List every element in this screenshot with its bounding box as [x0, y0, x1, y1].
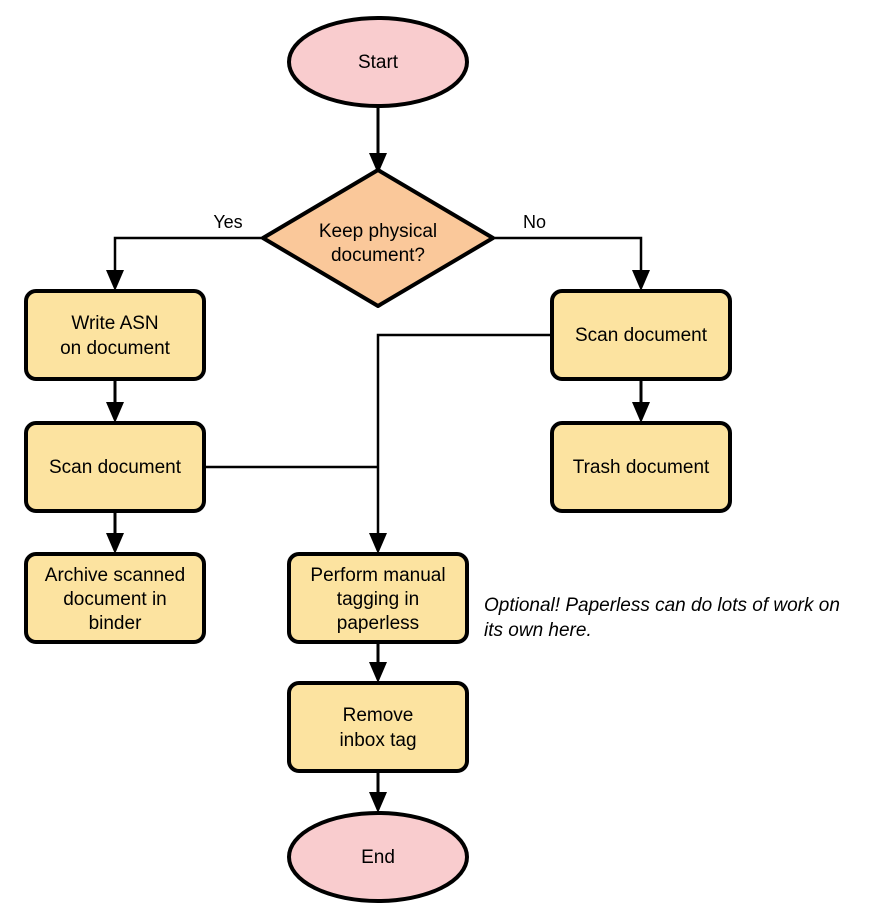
decision-label-line1: Keep physical — [319, 221, 437, 242]
scan-document-left-box-shape — [24, 421, 206, 513]
node-start[interactable]: Start — [287, 16, 469, 108]
start-ellipse-shape — [287, 16, 469, 108]
edge-write-asn-to-scan-left — [106, 379, 124, 423]
annotation-line2: its own here. — [484, 620, 592, 641]
scan-document-right-label: Scan document — [575, 325, 708, 346]
node-archive-scanned-document[interactable]: Archive scanned document in binder — [24, 552, 206, 644]
annotation-line1: Optional! Paperless can do lots of work … — [484, 595, 840, 616]
node-layer: Start Keep physical document? Write ASN … — [24, 16, 732, 903]
node-end[interactable]: End — [287, 811, 469, 903]
write-asn-label-line1: Write ASN — [71, 313, 158, 334]
node-write-asn-on-document[interactable]: Write ASN on document — [24, 289, 206, 381]
scan-document-right-box-shape — [550, 289, 732, 381]
edge-scan-right-to-trash — [632, 379, 650, 423]
remove-inbox-tag-label-line1: Remove — [343, 705, 414, 726]
remove-inbox-tag-box-shape — [287, 681, 469, 773]
tagging-label-line1: Perform manual — [310, 565, 445, 586]
edge-layer — [106, 106, 650, 813]
archive-label-line1: Archive scanned — [45, 565, 185, 586]
node-keep-physical-document[interactable]: Keep physical document? — [261, 168, 495, 308]
scan-document-left-label: Scan document — [49, 457, 182, 478]
tagging-box-shape — [287, 552, 469, 644]
tagging-label-line2: tagging in — [337, 589, 419, 610]
tagging-label-line3: paperless — [337, 613, 419, 634]
node-trash-document[interactable]: Trash document — [550, 421, 732, 513]
decision-diamond-shape — [261, 168, 495, 308]
edge-scan-right-to-tagging — [369, 333, 552, 554]
end-ellipse-shape — [287, 811, 469, 903]
end-label: End — [361, 847, 395, 868]
remove-inbox-tag-label-line2: inbox tag — [339, 730, 416, 751]
edge-scan-left-to-archive — [106, 511, 124, 554]
archive-label-line3: binder — [89, 613, 142, 634]
trash-document-box-shape — [550, 421, 732, 513]
edge-decision-to-write-asn — [106, 236, 263, 291]
edge-label-layer: Yes No — [213, 212, 546, 232]
node-perform-manual-tagging[interactable]: Perform manual tagging in paperless — [287, 552, 469, 644]
annotation-optional-note: Optional! Paperless can do lots of work … — [484, 595, 840, 641]
trash-document-label: Trash document — [573, 457, 710, 478]
edge-label-no: No — [523, 212, 546, 232]
node-scan-document-right[interactable]: Scan document — [550, 289, 732, 381]
archive-label-line2: document in — [63, 589, 167, 610]
edge-start-to-decision — [369, 106, 387, 174]
edge-label-yes: Yes — [213, 212, 242, 232]
edge-tagging-to-inbox — [369, 642, 387, 683]
start-label: Start — [358, 52, 399, 73]
write-asn-box-shape — [24, 289, 206, 381]
archive-box-shape — [24, 552, 206, 644]
edge-inbox-to-end — [369, 771, 387, 813]
write-asn-label-line2: on document — [60, 338, 171, 359]
node-scan-document-left[interactable]: Scan document — [24, 421, 206, 513]
edge-decision-to-scan-right — [493, 236, 650, 291]
node-remove-inbox-tag[interactable]: Remove inbox tag — [287, 681, 469, 773]
decision-label-line2: document? — [331, 245, 425, 266]
